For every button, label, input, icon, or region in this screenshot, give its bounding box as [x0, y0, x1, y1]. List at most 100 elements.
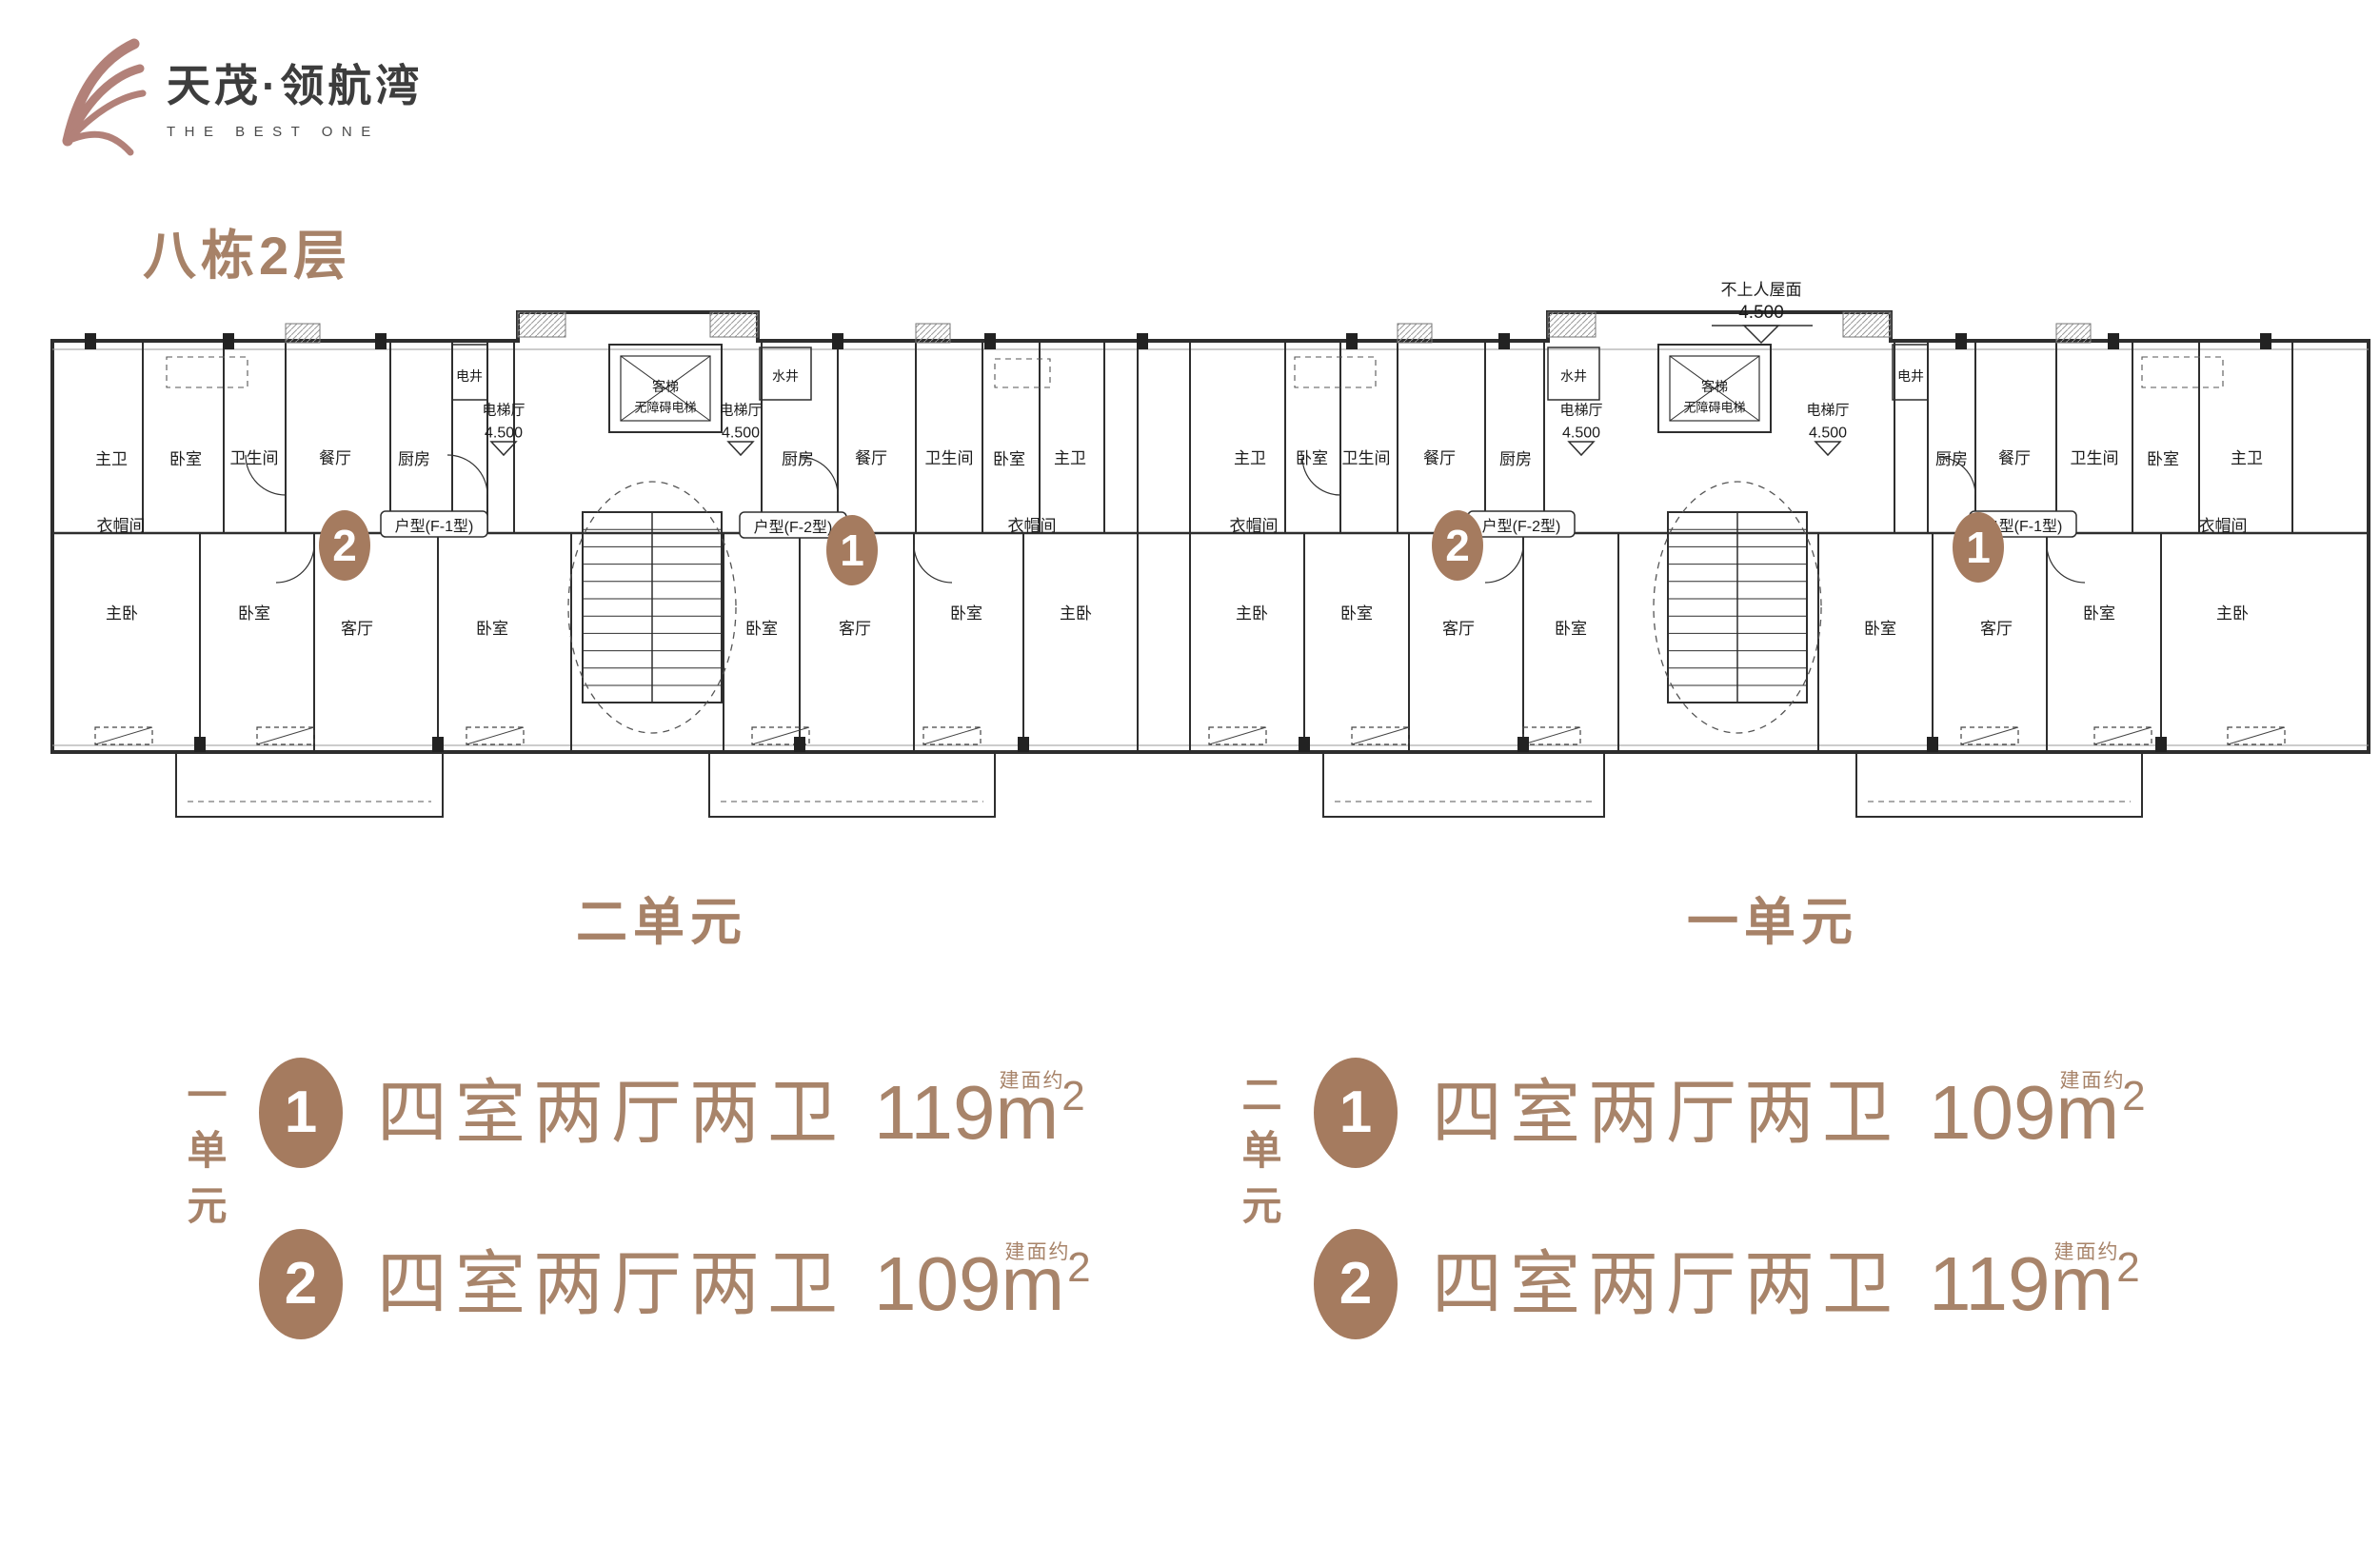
room-label: 卫生间 — [230, 449, 279, 467]
area-unit: m — [2050, 1241, 2114, 1326]
legend-left-unit-label: 一单元 — [182, 1074, 227, 1239]
svg-text:不上人屋面: 不上人屋面 — [1721, 281, 1802, 299]
section-label-unit-2: 二单元 — [576, 894, 747, 951]
room-label: 厨房 — [1935, 450, 1968, 468]
badge-number: 1 — [284, 1080, 318, 1145]
svg-text:1: 1 — [840, 525, 864, 575]
brand-name: 天茂·领航湾 — [167, 61, 424, 110]
area-value: 109 — [1929, 1070, 2056, 1155]
area-unit: m — [995, 1070, 1060, 1155]
room-label: 卧室 — [745, 620, 778, 638]
brand-tagline: THE BEST ONE — [167, 124, 380, 140]
room-label: 卧室 — [1340, 604, 1373, 623]
unit-type-label: 户型(F-2型) — [739, 511, 847, 539]
svg-text:4.500: 4.500 — [1738, 303, 1784, 323]
room-label: 客梯 — [652, 379, 679, 394]
unit-marker-badge: 1 — [1314, 1058, 1398, 1168]
area-prefix-note: 建面约 — [2059, 1070, 2126, 1092]
room-label: 卧室 — [1296, 449, 1328, 467]
room-label: 电梯厅 — [482, 402, 525, 418]
page-title: 八栋2层 — [143, 226, 352, 286]
room-label: 卧室 — [169, 450, 202, 468]
room-label: 卧室 — [1864, 620, 1896, 638]
area-unit: m — [1001, 1241, 1065, 1326]
plan-walls-group — [50, 310, 2370, 818]
room-label: 主卫 — [1054, 449, 1086, 467]
badge-number: 1 — [1339, 1080, 1373, 1145]
brand-text: 天茂·领航湾 THE BEST ONE — [167, 51, 423, 140]
floor-plan-svg: 主卫卧室卫生间餐厅厨房电井电梯厅4.500客梯无障碍电梯电梯厅4.500水井衣帽… — [50, 281, 2370, 818]
room-label: 卧室 — [950, 604, 982, 623]
room-label: 衣帽间 — [2199, 517, 2248, 535]
svg-text:2: 2 — [1445, 521, 1470, 570]
svg-text:户型(F-1型): 户型(F-1型) — [1984, 518, 2063, 535]
room-label: 卧室 — [993, 450, 1025, 468]
room-label: 主卫 — [1234, 449, 1266, 467]
room-label: 卫生间 — [1342, 449, 1391, 467]
area-superscript: 2 — [2116, 1244, 2140, 1291]
area-prefix-note: 建面约 — [999, 1070, 1065, 1092]
room-label: 电梯厅 — [1806, 402, 1849, 418]
room-label: 厨房 — [398, 450, 430, 468]
room-label: 4.500 — [1809, 426, 1847, 442]
room-label: 主卧 — [1236, 604, 1268, 623]
room-label: 电梯厅 — [719, 402, 762, 418]
unit-marker-badge: 2 — [259, 1229, 343, 1339]
room-label: 4.500 — [722, 426, 760, 442]
layout-desc: 四室两厅两卫 — [377, 1244, 845, 1323]
room-label: 电井 — [456, 368, 483, 384]
svg-text:户型(F-1型): 户型(F-1型) — [395, 518, 474, 535]
section-label-unit-1: 一单元 — [1687, 894, 1858, 951]
badge-number: 2 — [284, 1251, 318, 1317]
room-label: 电井 — [1897, 368, 1924, 384]
room-label: 主卧 — [1060, 604, 1092, 623]
room-label: 厨房 — [1499, 450, 1532, 468]
logo-fan-icon — [62, 38, 147, 156]
room-label: 客厅 — [1980, 620, 2013, 638]
svg-text:2: 2 — [332, 521, 357, 570]
room-label: 4.500 — [1562, 426, 1600, 442]
room-label: 电梯厅 — [1559, 402, 1602, 418]
unit-type-label: 户型(F-1型) — [380, 510, 488, 538]
room-label: 无障碍电梯 — [1683, 401, 1745, 415]
unit-type-label: 户型(F-2型) — [1467, 510, 1576, 538]
roof-elevation-note: 不上人屋面 4.500 — [1712, 281, 1813, 345]
area-superscript: 2 — [1061, 1073, 1085, 1119]
legend-right-unit-label: 二单元 — [1237, 1074, 1281, 1239]
room-label: 客厅 — [839, 620, 871, 638]
room-label: 餐厅 — [1423, 449, 1456, 467]
unit-marker-badge: 2 — [1314, 1229, 1398, 1339]
area-superscript: 2 — [2122, 1073, 2146, 1119]
room-label: 卧室 — [2147, 450, 2179, 468]
room-label: 卫生间 — [2071, 449, 2119, 467]
layout-desc: 四室两厅两卫 — [377, 1073, 845, 1152]
room-label: 主卫 — [2231, 449, 2263, 467]
room-label: 餐厅 — [319, 449, 351, 467]
svg-text:户型(F-2型): 户型(F-2型) — [1482, 518, 1561, 535]
area-superscript: 2 — [1067, 1244, 1091, 1291]
room-label: 餐厅 — [855, 449, 887, 467]
room-label: 卧室 — [476, 620, 508, 638]
unit-number-marker: 1 — [826, 515, 878, 585]
room-label: 卧室 — [1555, 620, 1587, 638]
room-label: 餐厅 — [1998, 449, 2031, 467]
room-label: 水井 — [1560, 368, 1587, 384]
room-label: 衣帽间 — [97, 517, 146, 535]
room-label: 无障碍电梯 — [634, 401, 696, 415]
room-label: 主卧 — [2216, 604, 2249, 623]
unit-number-marker: 1 — [1953, 512, 2004, 583]
room-label: 水井 — [772, 368, 799, 384]
